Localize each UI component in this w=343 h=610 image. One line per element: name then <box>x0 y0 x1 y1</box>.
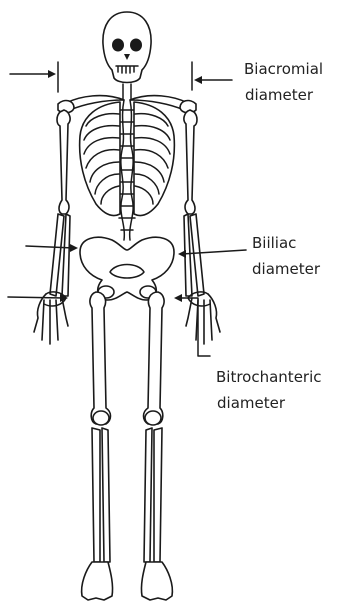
spine <box>119 84 135 240</box>
pelvis <box>80 237 174 300</box>
skull <box>103 12 151 83</box>
ribcage <box>80 102 175 216</box>
bitrochanteric-label-line1: Bitrochanteric <box>216 368 322 387</box>
biiliac-label-line1: Biiliac <box>252 234 296 253</box>
biacromial-label-line1: Biacromial <box>244 60 323 79</box>
bitrochanteric-markers <box>8 294 210 356</box>
left-leg <box>82 292 113 600</box>
left-arm <box>34 110 70 344</box>
right-arm <box>184 110 220 344</box>
right-leg <box>141 292 172 600</box>
biiliac-label-line2: diameter <box>252 260 320 279</box>
bitrochanteric-label-line2: diameter <box>217 394 285 413</box>
biacromial-label-line2: diameter <box>245 86 313 105</box>
